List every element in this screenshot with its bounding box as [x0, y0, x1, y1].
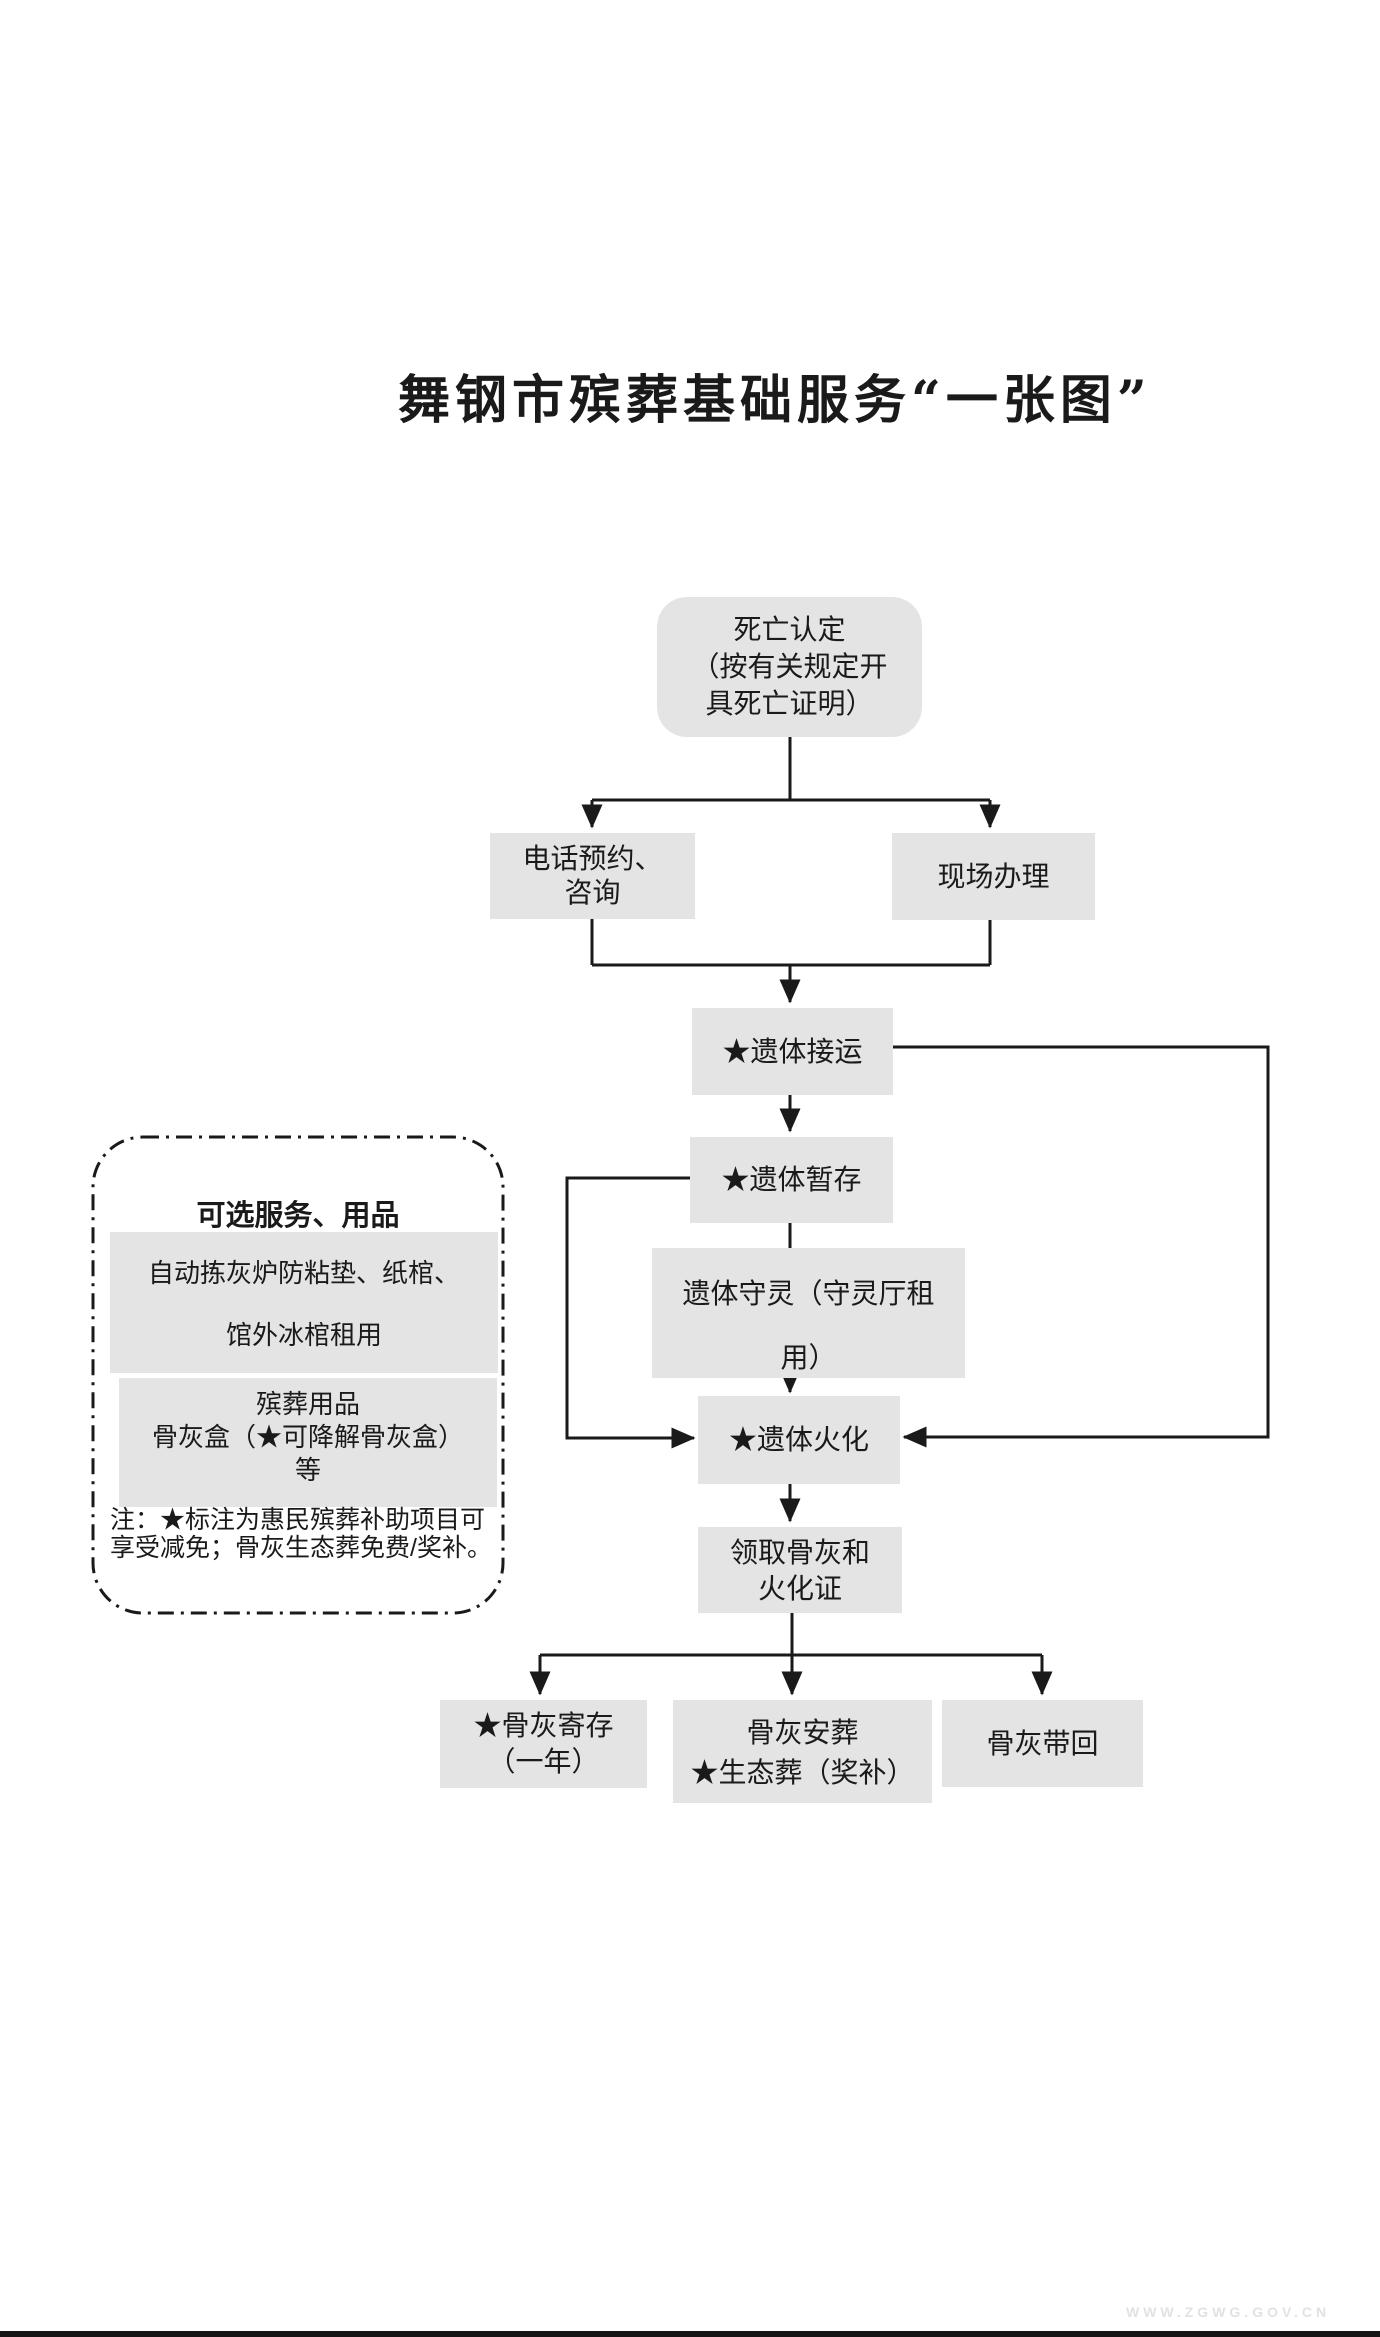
body-vigil-line1: 遗体守灵（守灵厅租 [682, 1278, 935, 1309]
optional-box2-line1: 殡葬用品 [255, 1389, 360, 1419]
phone-booking-line2: 咨询 [564, 877, 621, 908]
bottom-edge-bar [0, 2331, 1380, 2337]
ashes-burial-line1: 骨灰安葬 [746, 1717, 859, 1748]
optional-box2-line3: 等 [294, 1455, 321, 1485]
death-certification-line2: （按有关规定开 [691, 651, 888, 682]
edge-bypass-left [565, 1176, 696, 1449]
page-title: 舞钢市殡葬基础服务“一张图” [398, 370, 1152, 431]
body-storage-label: ★遗体暂存 [721, 1164, 862, 1195]
edge-bypass-right [893, 1045, 1270, 1448]
node-onsite-handling: 现场办理 [892, 833, 1095, 920]
node-phone-booking: 电话预约、 咨询 [490, 833, 695, 919]
onsite-handling-label: 现场办理 [937, 860, 1050, 892]
ashes-deposit-line2: （一年） [487, 1746, 600, 1777]
death-certification-line1: 死亡认定 [733, 614, 846, 645]
collect-ashes-line2: 火化证 [757, 1573, 842, 1604]
optional-note-line1: 注：★标注为惠民殡葬补助项目可 [110, 1506, 486, 1534]
node-body-storage: ★遗体暂存 [690, 1137, 893, 1223]
optional-panel-box1: 自动拣灰炉防粘垫、纸棺、 馆外冰棺租用 [110, 1232, 498, 1373]
optional-box2-line2: 骨灰盒（★可降解骨灰盒） [151, 1422, 464, 1452]
body-pickup-label: ★遗体接运 [722, 1035, 863, 1067]
death-certification-line3: 具死亡证明） [705, 688, 874, 719]
phone-booking-line1: 电话预约、 [522, 843, 663, 874]
optional-box1-line2: 馆外冰棺租用 [225, 1320, 382, 1350]
optional-panel-border [91, 1135, 505, 1615]
node-ashes-takeback: 骨灰带回 [942, 1700, 1143, 1787]
node-ashes-burial: 骨灰安葬 ★生态葬（奖补） [673, 1700, 932, 1803]
ashes-burial-line2: ★生态葬（奖补） [690, 1757, 915, 1788]
node-death-certification: 死亡认定 （按有关规定开 具死亡证明） [657, 597, 922, 737]
node-ashes-deposit: ★骨灰寄存 （一年） [440, 1700, 647, 1788]
node-body-pickup: ★遗体接运 [692, 1008, 893, 1095]
optional-panel-note: 注：★标注为惠民殡葬补助项目可 享受减免；骨灰生态葬免费/奖补。 [100, 1506, 504, 1562]
ashes-deposit-line1: ★骨灰寄存 [473, 1710, 614, 1741]
node-body-cremation: ★遗体火化 [698, 1396, 900, 1484]
optional-panel-box2: 殡葬用品 骨灰盒（★可降解骨灰盒） 等 [119, 1378, 497, 1507]
ashes-takeback-label: 骨灰带回 [986, 1727, 1099, 1759]
optional-note-line2: 享受减免；骨灰生态葬免费/奖补。 [110, 1534, 492, 1562]
body-cremation-label: ★遗体火化 [728, 1424, 869, 1455]
node-collect-ashes: 领取骨灰和 火化证 [698, 1527, 902, 1613]
watermark-text: WWW.ZGWG.GOV.CN [1126, 2304, 1331, 2320]
optional-box1-line1: 自动拣灰炉防粘垫、纸棺、 [147, 1258, 460, 1288]
body-vigil-line2: 用） [780, 1342, 837, 1373]
node-body-vigil: 遗体守灵（守灵厅租 用） [652, 1248, 965, 1378]
optional-panel-title: 可选服务、用品 [196, 1200, 400, 1232]
collect-ashes-line1: 领取骨灰和 [729, 1537, 870, 1568]
